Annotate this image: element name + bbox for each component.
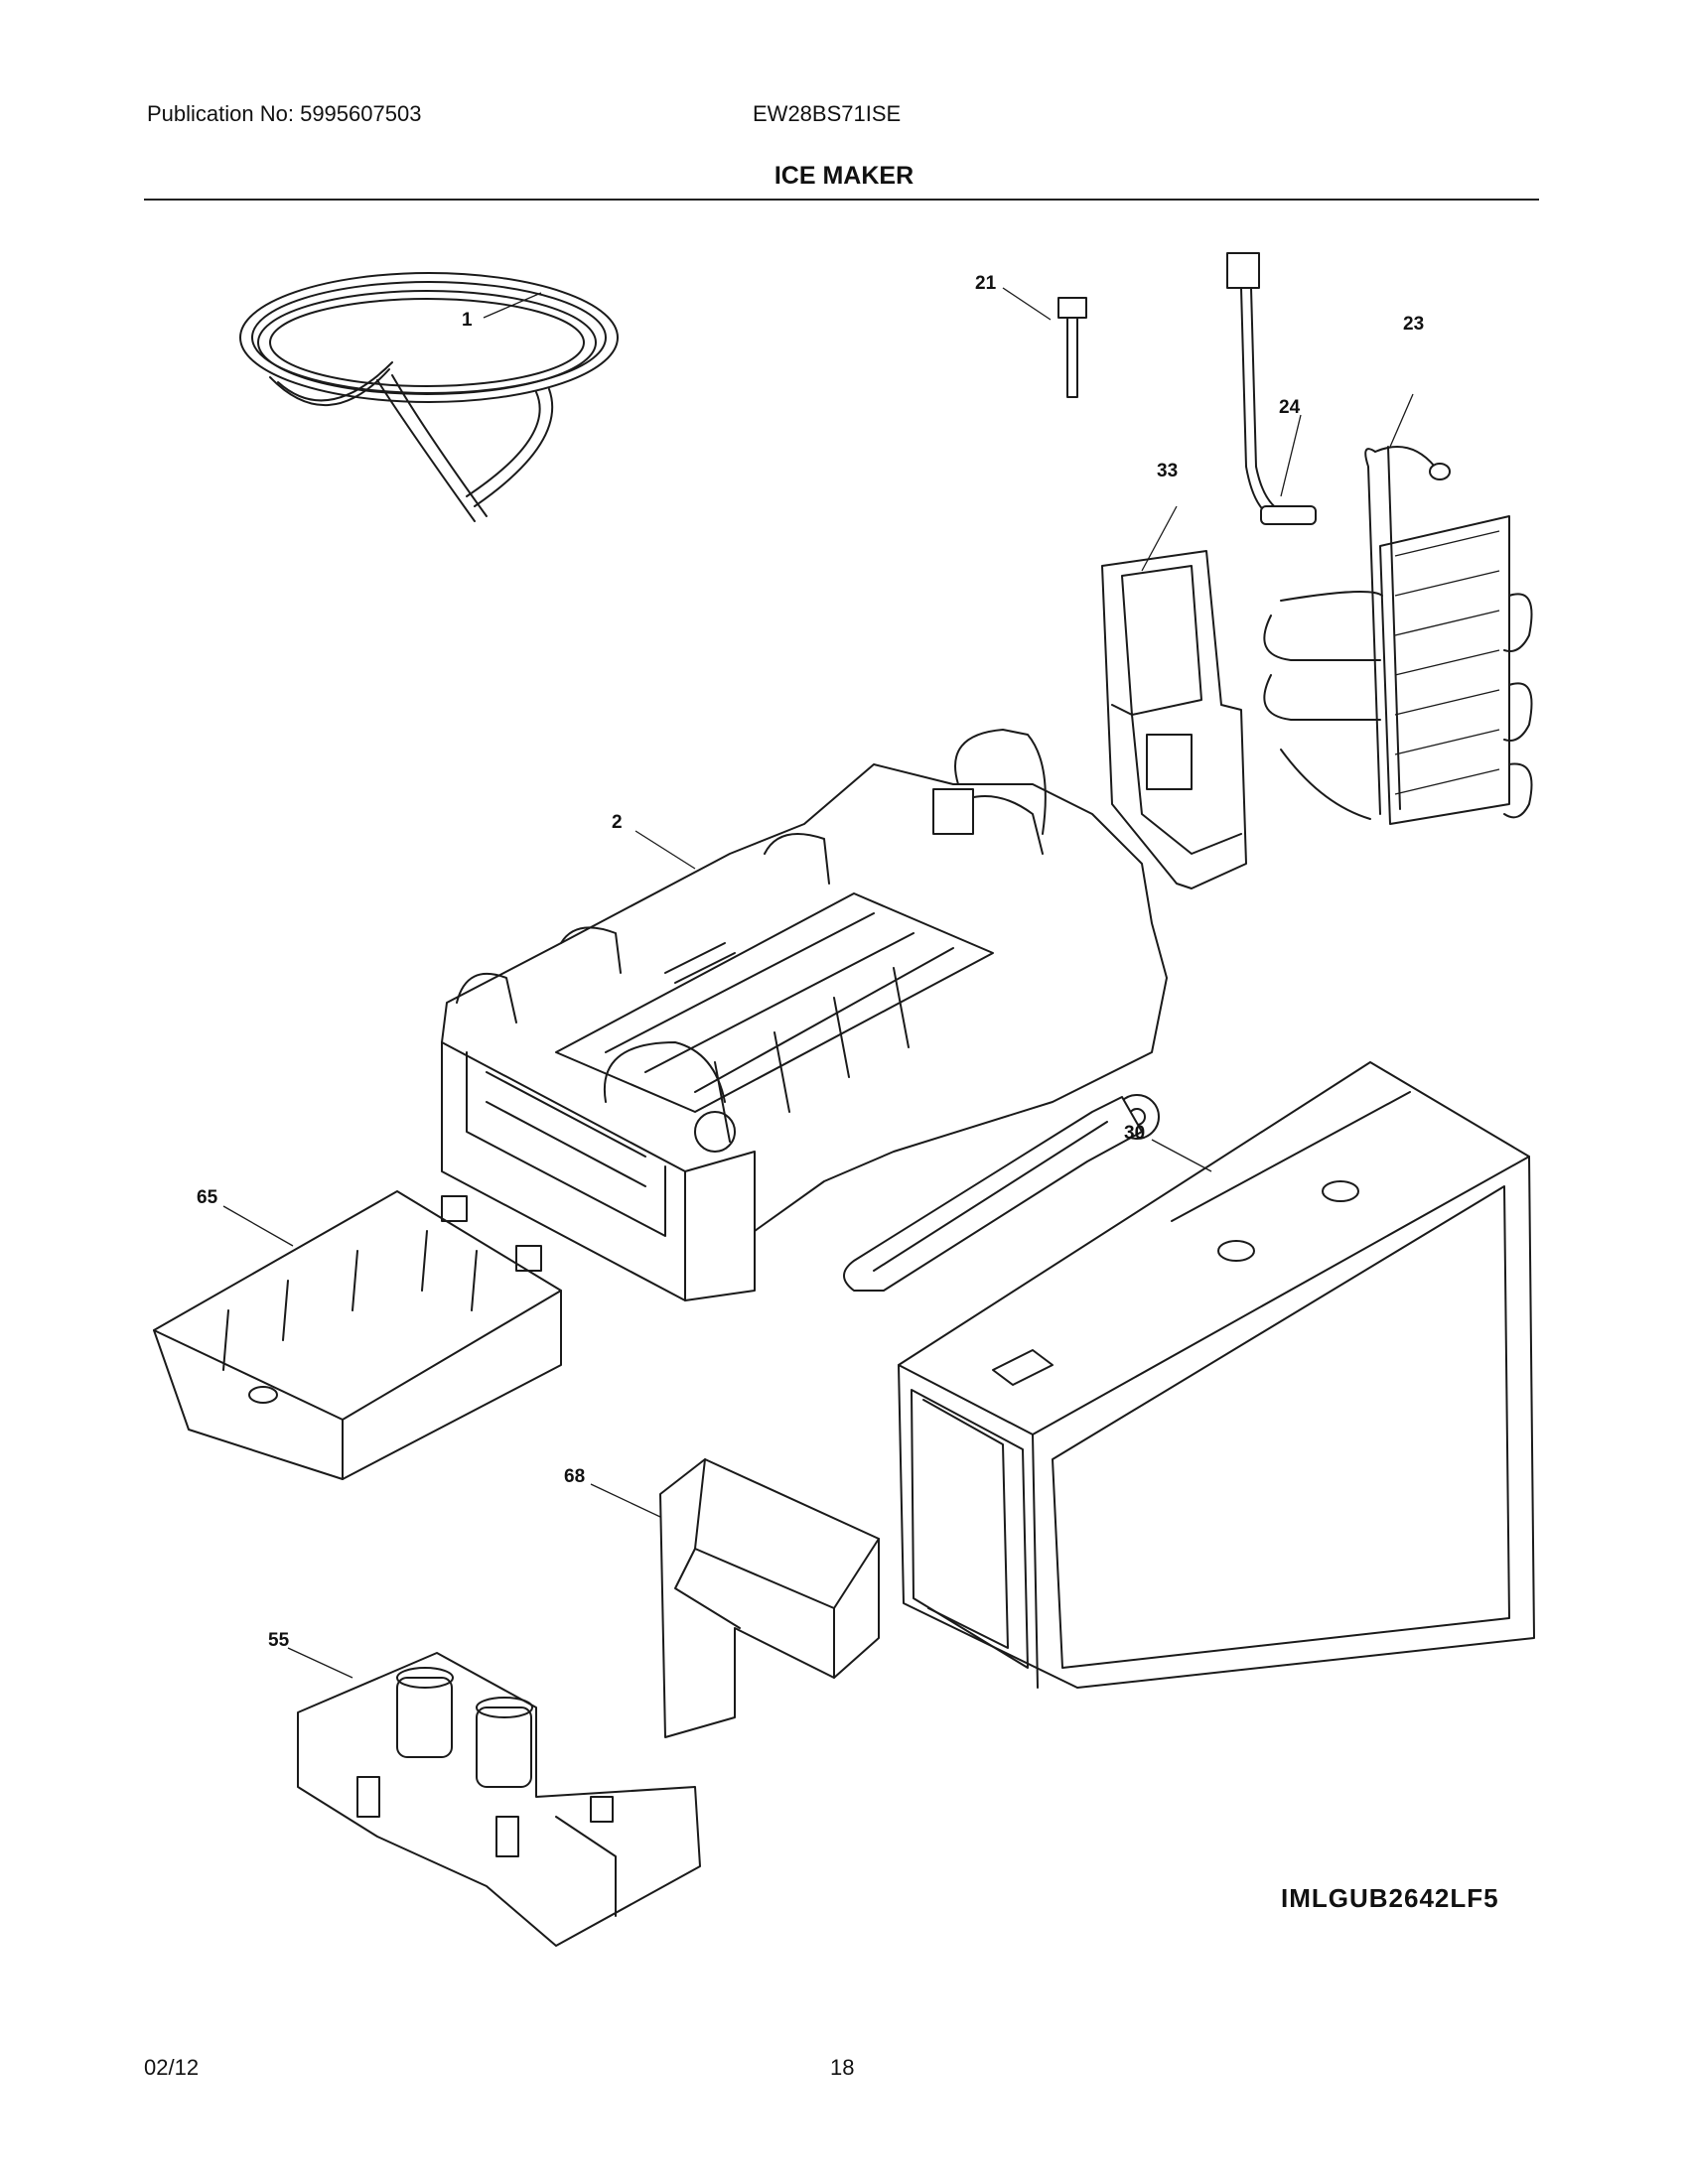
part-68-cover xyxy=(659,1458,880,1738)
part-30-housing xyxy=(898,1061,1535,1689)
callout-2: 2 xyxy=(612,812,623,833)
figure-code: IMLGUB2642LF5 xyxy=(1281,1883,1499,1913)
callout-21: 21 xyxy=(975,273,997,294)
part-2-ice-maker xyxy=(441,729,1168,1301)
callout-1: 1 xyxy=(462,310,473,331)
part-24-harness xyxy=(1226,252,1317,525)
part-55-valve xyxy=(297,1652,701,1947)
page-title: ICE MAKER xyxy=(774,162,914,190)
page-number: 18 xyxy=(830,2055,855,2080)
model-number: EW28BS71ISE xyxy=(753,101,902,126)
callout-23: 23 xyxy=(1403,314,1424,335)
footer-date: 02/12 xyxy=(144,2055,200,2080)
callout-68: 68 xyxy=(564,1466,585,1487)
part-23-heater xyxy=(1263,446,1533,825)
callout-33: 33 xyxy=(1157,461,1178,481)
callout-30: 30 xyxy=(1124,1123,1145,1144)
callout-24: 24 xyxy=(1279,397,1301,418)
part-33-module xyxy=(1101,550,1247,889)
part-1-tubing xyxy=(239,272,619,522)
callout-55: 55 xyxy=(268,1630,290,1651)
leader-lines xyxy=(222,287,1414,1679)
part-21-clip xyxy=(1057,297,1087,398)
ejector-arm xyxy=(843,1094,1160,1292)
publication-number: Publication No: 5995607503 xyxy=(147,101,422,126)
callout-65: 65 xyxy=(197,1187,218,1208)
header-rule xyxy=(144,199,1539,201)
part-65-tray xyxy=(153,1190,562,1480)
